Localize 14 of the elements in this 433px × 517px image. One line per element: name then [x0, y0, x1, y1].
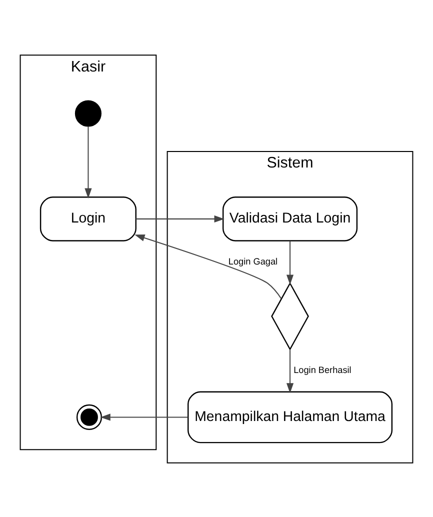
edge-label: Login Berhasil	[294, 364, 352, 374]
arrow	[136, 214, 224, 222]
node-circle	[74, 100, 102, 126]
arrow	[84, 126, 92, 198]
edge-label: Login Gagal	[228, 256, 278, 266]
node-diamond	[271, 282, 309, 350]
node-box: Menampilkan Halaman Utama	[188, 390, 393, 443]
node-circle	[76, 404, 102, 430]
arrow	[134, 234, 282, 298]
node-box: Login	[40, 196, 136, 241]
arrow	[286, 348, 294, 393]
arrow	[286, 240, 294, 284]
node-box: Validasi Data Login	[222, 196, 358, 241]
arrow	[100, 413, 188, 420]
